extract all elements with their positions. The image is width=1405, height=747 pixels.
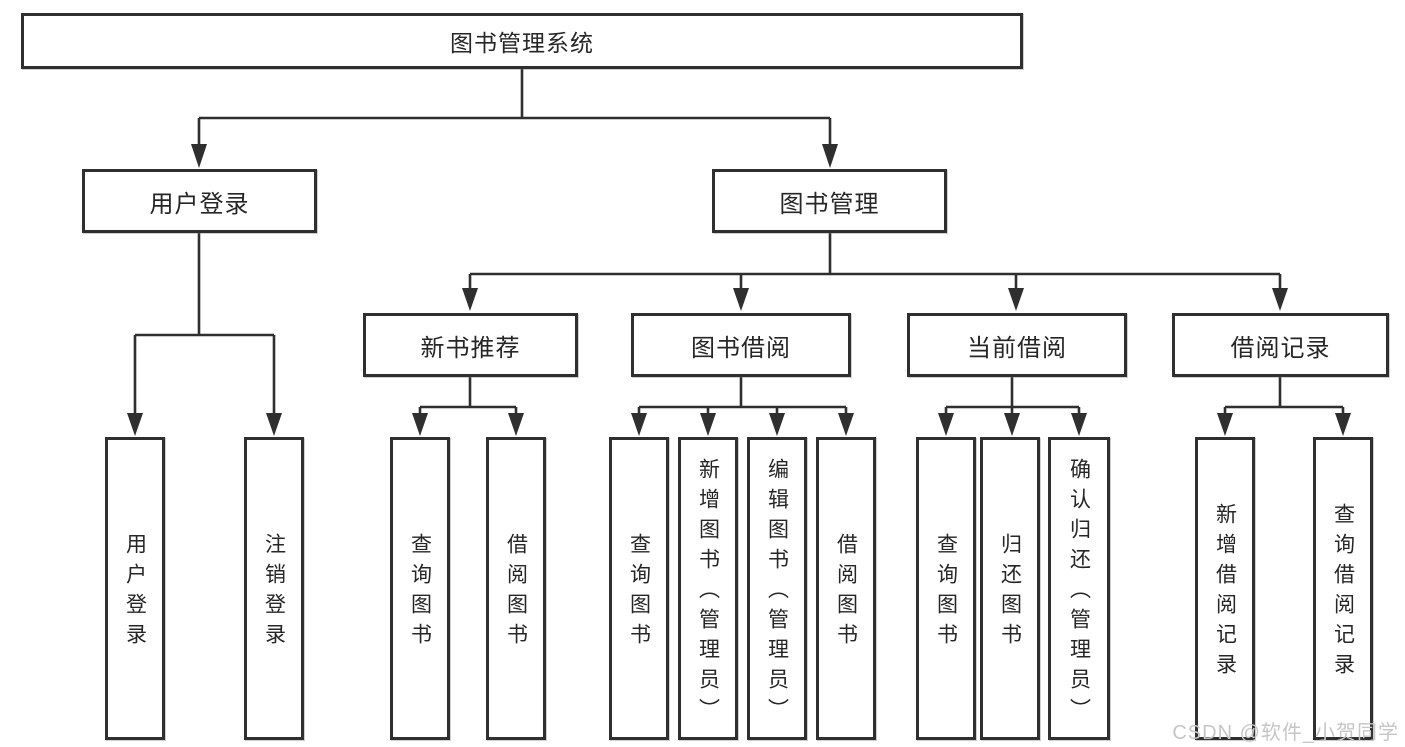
node-user-login: 用户登录	[82, 169, 317, 233]
leaf-nb-query-books: 查询图书	[390, 437, 450, 740]
leaf-cb-return-books: 归还图书	[980, 437, 1040, 740]
leaf-cb-query-books: 查询图书	[916, 437, 976, 740]
leaf-nb-borrow-books: 借阅图书	[486, 437, 546, 740]
node-borrowing-records: 借阅记录	[1172, 313, 1389, 377]
leaf-cb-confirm-return-admin: 确认归还（管理员）	[1048, 437, 1110, 740]
leaf-bb-query-books: 查询图书	[609, 437, 669, 740]
node-new-book-recommend: 新书推荐	[363, 313, 578, 377]
leaf-br-add-record: 新增借阅记录	[1195, 437, 1255, 740]
leaf-br-query-record: 查询借阅记录	[1313, 437, 1373, 740]
leaf-bb-edit-books-admin: 编辑图书（管理员）	[747, 437, 807, 740]
watermark-text: CSDN @软件_小贺同学	[1172, 722, 1399, 744]
leaf-logout: 注销登录	[244, 437, 304, 740]
node-current-borrowing: 当前借阅	[907, 313, 1127, 377]
leaf-bb-add-books-admin: 新增图书（管理员）	[678, 437, 738, 740]
arrowhead-icons	[127, 144, 1351, 436]
leaf-user-login: 用户登录	[105, 437, 165, 740]
node-book-borrowing: 图书借阅	[631, 313, 851, 377]
leaf-bb-borrow-books: 借阅图书	[816, 437, 876, 740]
node-library-management-system: 图书管理系统	[21, 13, 1023, 69]
node-book-management: 图书管理	[712, 169, 947, 233]
